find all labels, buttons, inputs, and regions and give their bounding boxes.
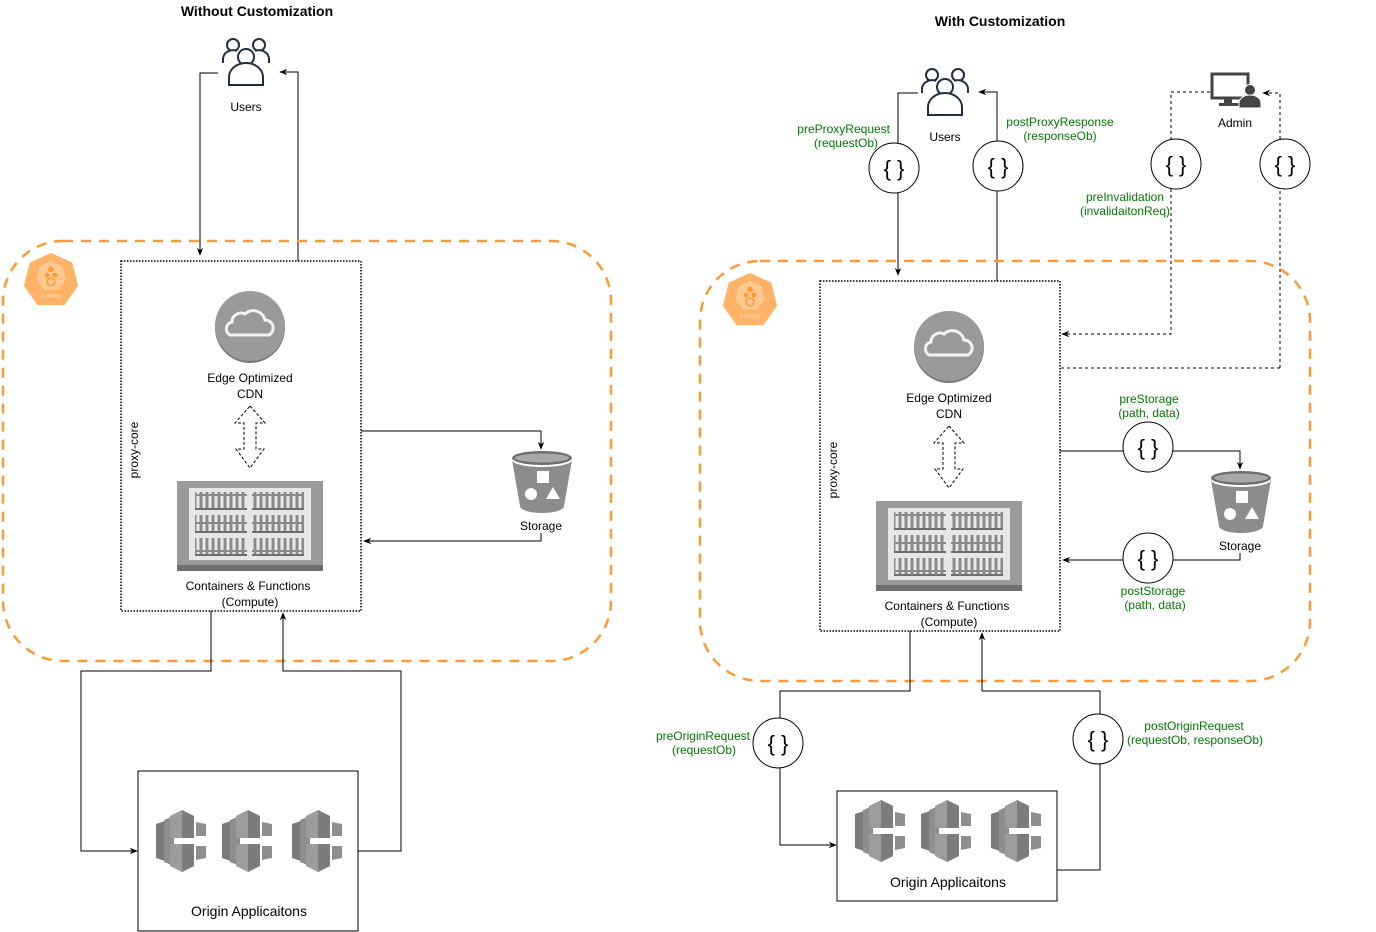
post-origin-request-param: (requestOb, responseOb) [1127, 733, 1263, 747]
hook-pre-storage[interactable]: { } [1122, 421, 1174, 473]
invalidation-response-arrow [1262, 89, 1281, 139]
post-origin-request-label: postOriginRequest [1144, 719, 1244, 733]
left-title: Without Customization [181, 3, 333, 19]
request-arrow [196, 72, 218, 256]
hook-post-origin-request[interactable]: { } [1072, 713, 1124, 765]
k-proxy-boundary [1, 239, 613, 663]
compute-label-line2: (Compute) [222, 595, 279, 609]
origin-response-arrow [279, 612, 402, 852]
storage-write-arrow [1060, 450, 1240, 469]
cdn-label-line2: CDN [237, 387, 263, 401]
admin-label: Admin [1218, 116, 1252, 130]
users-label: Users [230, 100, 261, 114]
post-proxy-response-param: (responseOb) [1023, 129, 1096, 143]
request-line [897, 92, 918, 143]
k-proxy-logo-text: k-proxy [41, 294, 61, 300]
pre-invalidation-label: preInvalidation [1086, 190, 1164, 204]
origin-label: Origin Applicaitons [191, 903, 307, 919]
origin-request-arrow [80, 611, 212, 855]
braces-icon: { } [1138, 435, 1159, 460]
origin-request-line [779, 631, 911, 718]
hook-post-proxy-response[interactable]: { } [972, 140, 1024, 192]
pre-origin-request-param: (requestOb) [672, 743, 736, 757]
braces-icon: { } [768, 731, 789, 756]
cdn-label-line1: Edge Optimized [207, 371, 292, 385]
compute-label-line1: Containers & Functions [885, 599, 1010, 613]
braces-icon: { } [884, 156, 905, 181]
post-storage-label: postStorage [1121, 584, 1186, 598]
storage-read-arrow [363, 533, 542, 545]
cdn-icon [215, 291, 285, 365]
storage-label: Storage [520, 519, 562, 533]
hook-pre-origin-request[interactable]: { } [752, 717, 804, 769]
pre-proxy-request-label: preProxyRequest [797, 122, 890, 136]
right-title: With Customization [935, 13, 1066, 29]
origin-request-arrow [779, 768, 837, 849]
response-arrow [978, 88, 998, 141]
k-proxy-boundary [698, 259, 1312, 683]
cdn-label-line2: CDN [936, 407, 962, 421]
users-icon [921, 68, 969, 116]
right-diagram: With Customization Users Admin k-proxy p… [656, 13, 1312, 902]
pre-proxy-request-param: (requestOb) [814, 136, 878, 150]
invalidation-arrow [1061, 189, 1172, 338]
braces-icon: { } [1275, 152, 1296, 177]
admin-icon [1210, 72, 1262, 108]
cdn-icon [914, 311, 984, 385]
pre-invalidation-param: (invalidaitonReq) [1080, 204, 1170, 218]
response-arrow [279, 68, 299, 261]
storage-icon [512, 451, 572, 513]
storage-read-arrow [1063, 553, 1241, 560]
invalidation-line [1170, 91, 1210, 139]
users-label: Users [929, 130, 960, 144]
storage-icon [1211, 471, 1271, 533]
origin-label: Origin Applicaitons [890, 874, 1006, 890]
origin-response-line [1057, 764, 1101, 871]
hook-post-storage[interactable]: { } [1122, 532, 1174, 584]
compute-icon [876, 501, 1022, 591]
compute-label-line2: (Compute) [921, 615, 978, 629]
hook-invalidation-response[interactable]: { } [1259, 138, 1311, 190]
post-proxy-response-label: postProxyResponse [1006, 115, 1114, 129]
compute-label-line1: Containers & Functions [186, 579, 311, 593]
origin-response-arrow [978, 632, 1101, 714]
users-icon [222, 38, 270, 86]
storage-label: Storage [1219, 539, 1261, 553]
pre-storage-label: preStorage [1119, 392, 1179, 406]
braces-icon: { } [1088, 727, 1109, 752]
braces-icon: { } [988, 154, 1009, 179]
proxy-core-label: proxy-core [127, 421, 141, 478]
compute-icon [177, 481, 323, 571]
cdn-label-line1: Edge Optimized [906, 391, 991, 405]
pre-origin-request-label: preOriginRequest [656, 729, 751, 743]
braces-icon: { } [1138, 546, 1159, 571]
left-diagram: Without Customization Users k-proxy prox… [1, 3, 613, 932]
k-proxy-logo-text: k-proxy [740, 314, 760, 320]
pre-storage-param: (path, data) [1118, 406, 1179, 420]
hook-pre-invalidation[interactable]: { } [1150, 138, 1202, 190]
braces-icon: { } [1166, 152, 1187, 177]
post-storage-param: (path, data) [1124, 598, 1185, 612]
storage-write-arrow [361, 430, 545, 450]
proxy-core-label: proxy-core [826, 441, 840, 498]
hook-pre-proxy-request[interactable]: { } [868, 142, 920, 194]
